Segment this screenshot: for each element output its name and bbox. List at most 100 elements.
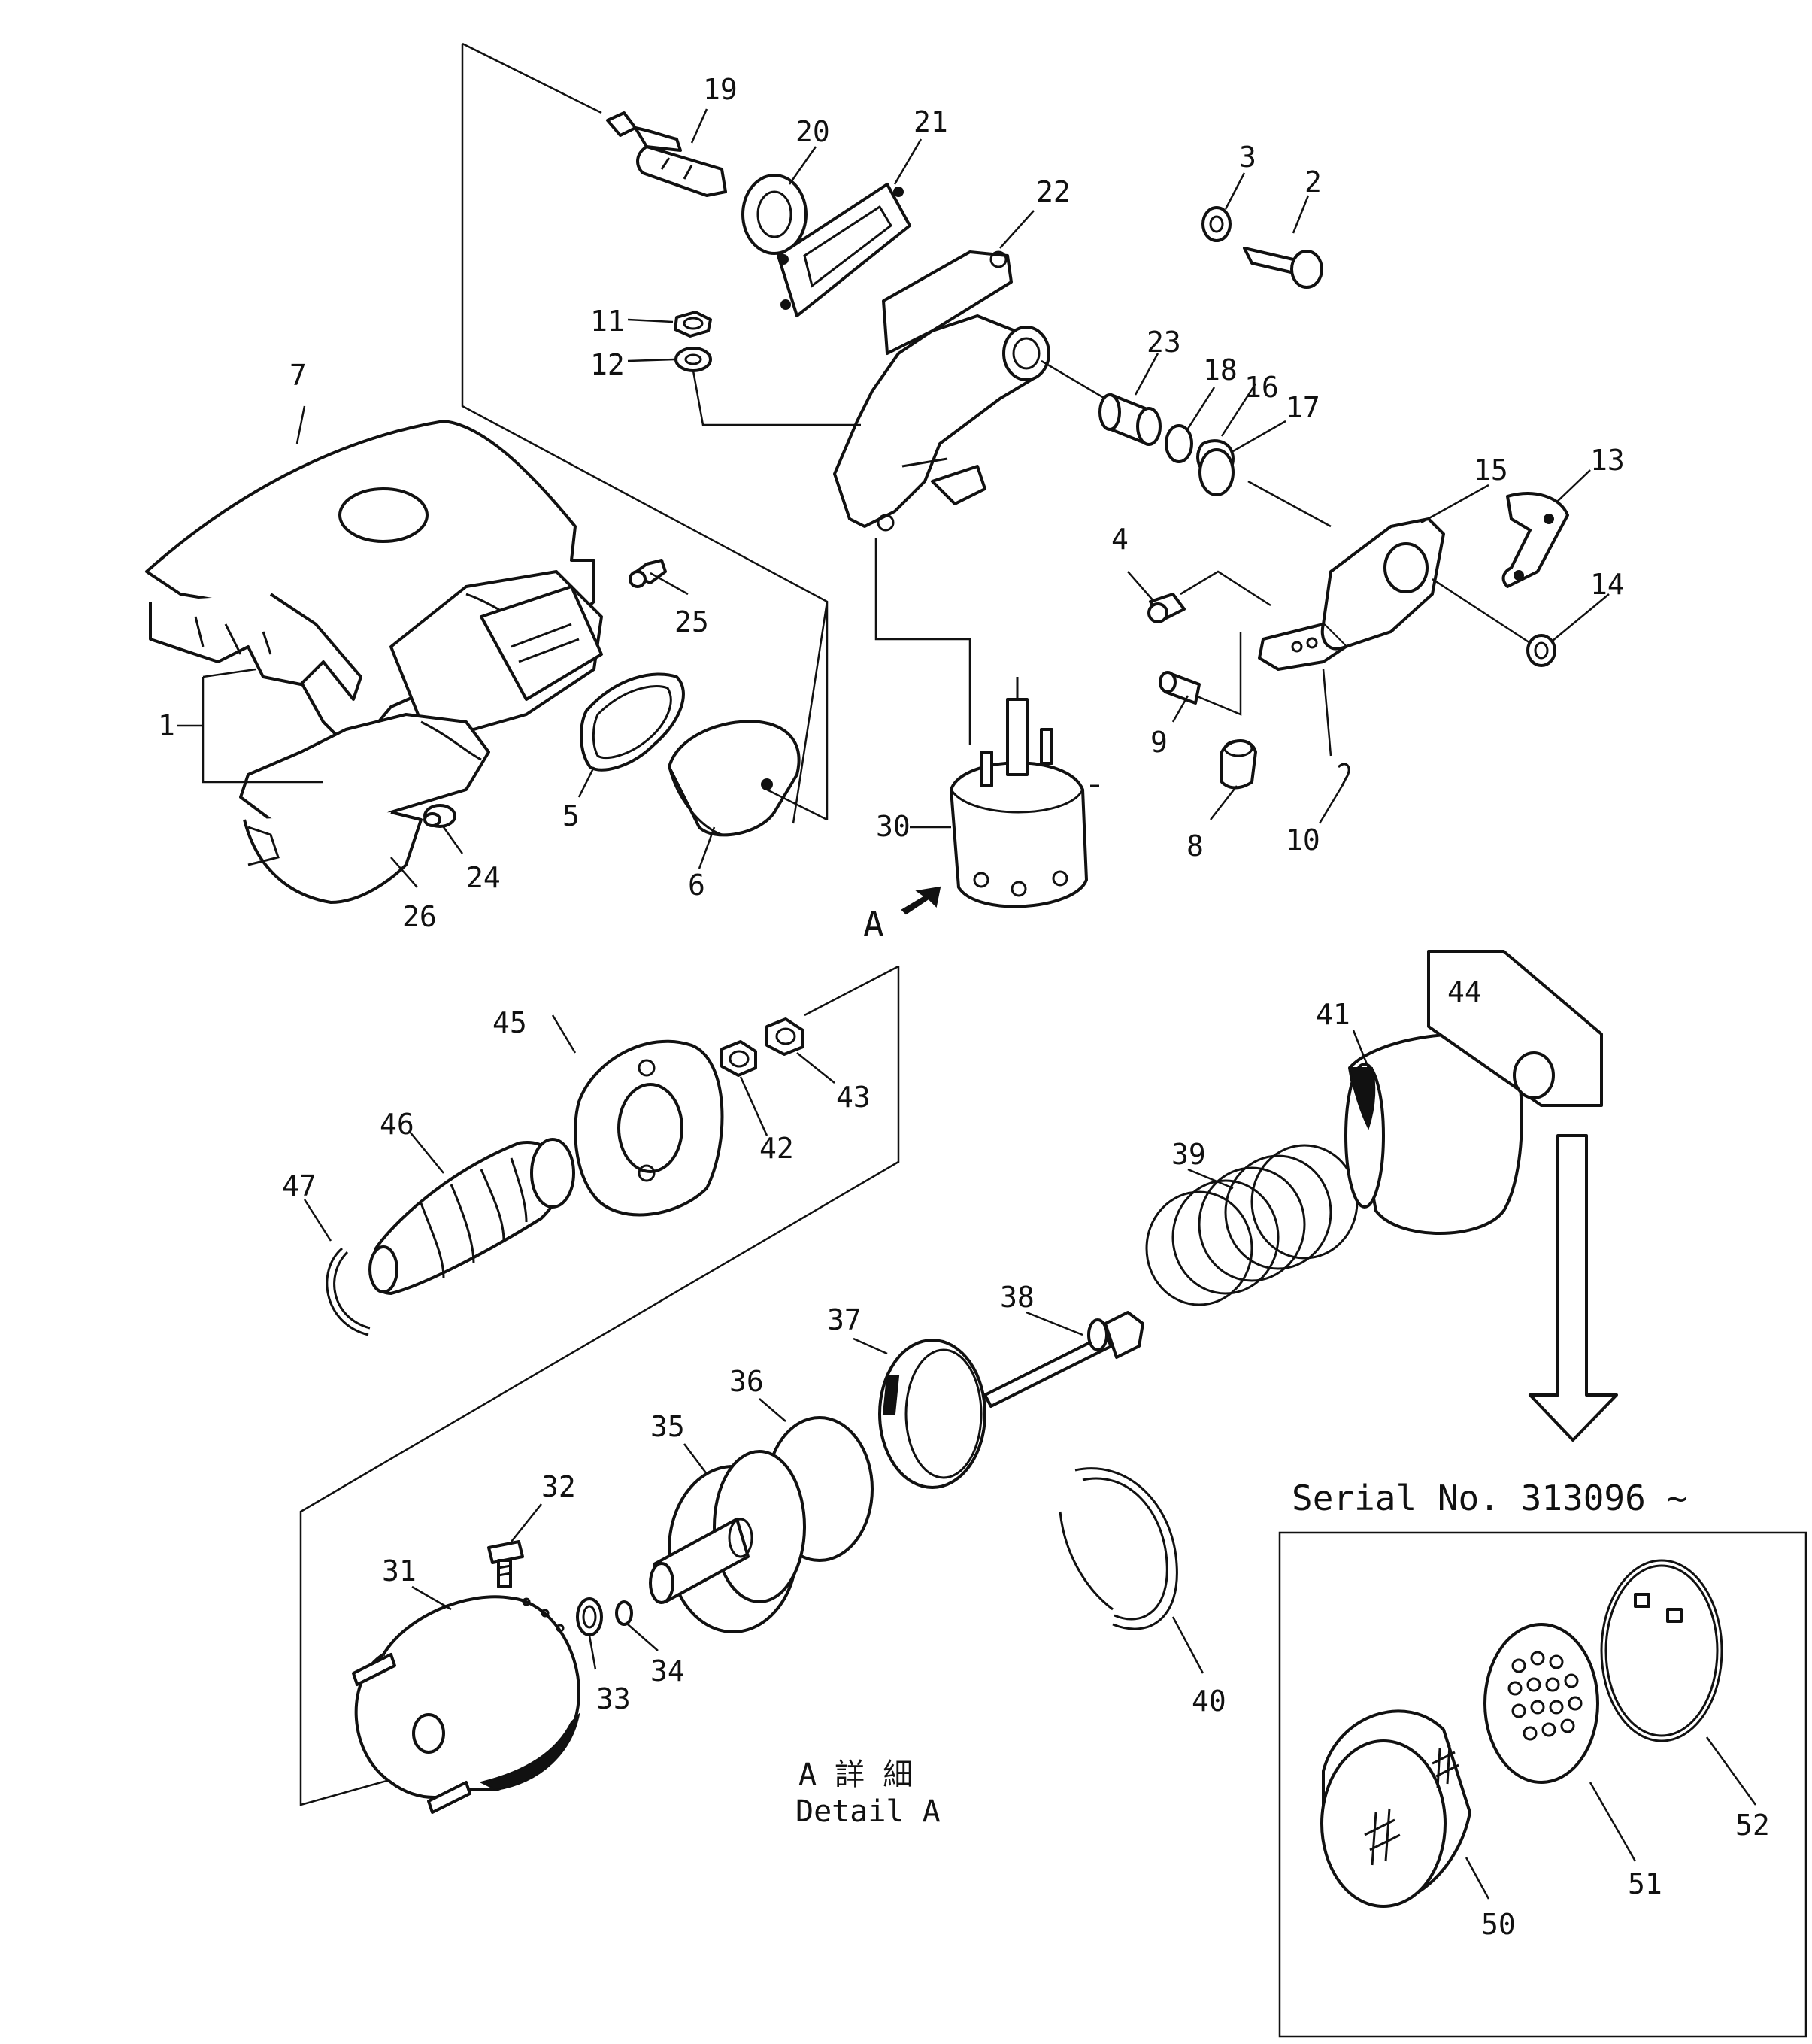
label-52: 52 — [1735, 1809, 1770, 1842]
label-24: 24 — [466, 861, 501, 894]
label-17: 17 — [1286, 391, 1320, 424]
piston-rod-38 — [983, 1311, 1144, 1408]
label-15: 15 — [1474, 453, 1508, 487]
label-6: 6 — [688, 869, 705, 902]
label-35: 35 — [650, 1410, 685, 1443]
label-10: 10 — [1286, 823, 1320, 857]
label-11: 11 — [590, 305, 625, 338]
detail-label-en: Detail A — [795, 1794, 941, 1829]
fitting-24 — [423, 804, 456, 828]
label-13: 13 — [1590, 444, 1625, 477]
detail-label-jp: A 詳 細 — [798, 1757, 913, 1792]
label-3: 3 — [1239, 141, 1256, 174]
label-30: 30 — [876, 810, 911, 843]
boot-46 — [368, 1138, 575, 1295]
label-1: 1 — [158, 709, 175, 742]
label-34: 34 — [650, 1654, 685, 1688]
label-19: 19 — [703, 73, 738, 106]
cap-44 — [1427, 950, 1603, 1107]
piston-35 — [649, 1450, 806, 1633]
cylinder-41 — [1344, 1033, 1523, 1235]
nut-42 — [720, 1040, 757, 1077]
pin-23 — [1098, 393, 1162, 446]
label-38: 38 — [1000, 1281, 1035, 1314]
label-16: 16 — [1244, 371, 1279, 404]
unit-30 — [950, 677, 1099, 908]
label-47: 47 — [282, 1169, 317, 1202]
ring-47 — [326, 1247, 371, 1336]
label-2: 2 — [1304, 165, 1322, 199]
label-5: 5 — [562, 799, 580, 832]
housing-31 — [352, 1595, 580, 1814]
label-43: 43 — [836, 1081, 871, 1114]
cover-50 — [1320, 1709, 1471, 1908]
label-32: 32 — [541, 1470, 576, 1503]
label-8: 8 — [1186, 829, 1204, 863]
gasket-21 — [777, 183, 911, 317]
gasket-5 — [580, 672, 685, 772]
ring-18 — [1165, 424, 1193, 463]
washer-3 — [1201, 206, 1232, 242]
label-22: 22 — [1036, 175, 1071, 208]
label-50: 50 — [1481, 1908, 1516, 1941]
leader-lines — [177, 108, 1757, 1900]
screen-51 — [1483, 1623, 1599, 1784]
ring-33 — [576, 1597, 603, 1636]
label-23: 23 — [1147, 326, 1181, 359]
label-41: 41 — [1316, 998, 1350, 1031]
serial-box — [1278, 1531, 1807, 2038]
bracket-13 — [1501, 492, 1569, 588]
label-37: 37 — [827, 1303, 862, 1336]
cotter-10 — [1337, 763, 1350, 787]
screw-4 — [1147, 593, 1186, 623]
label-36: 36 — [729, 1365, 764, 1398]
label-25: 25 — [674, 605, 709, 638]
plate-45 — [574, 1039, 724, 1217]
washer-17 — [1198, 448, 1235, 496]
view-arrow-a — [901, 886, 941, 915]
lever-15 — [1258, 517, 1445, 671]
element-6 — [668, 720, 801, 837]
grease-nipple-25 — [629, 559, 667, 588]
label-18: 18 — [1203, 353, 1238, 387]
washer-12 — [674, 347, 712, 372]
label-26: 26 — [402, 900, 437, 933]
label-51: 51 — [1628, 1867, 1662, 1900]
label-9: 9 — [1150, 726, 1168, 759]
label-39: 39 — [1171, 1138, 1206, 1171]
label-12: 12 — [590, 348, 625, 381]
label-40: 40 — [1192, 1685, 1226, 1718]
nut-43 — [765, 1017, 804, 1056]
label-4: 4 — [1111, 523, 1129, 556]
pin-9 — [1159, 671, 1201, 705]
view-marker-a: A — [863, 904, 884, 945]
clip-14 — [1526, 634, 1556, 667]
upper-frame — [461, 42, 829, 824]
label-42: 42 — [759, 1132, 794, 1165]
serial-label: Serial No. 313096 ~ — [1292, 1478, 1687, 1518]
nut-11 — [674, 311, 712, 338]
label-7: 7 — [289, 359, 307, 392]
bolt-32 — [487, 1540, 524, 1588]
shaft-19 — [606, 111, 727, 197]
label-45: 45 — [492, 1006, 527, 1039]
seal-37 — [878, 1339, 986, 1489]
label-20: 20 — [795, 115, 830, 148]
bracket-22 — [833, 250, 1050, 532]
body-housing — [145, 420, 603, 904]
washer-20 — [741, 174, 808, 255]
cap-8 — [1220, 739, 1257, 790]
oring-34 — [615, 1600, 633, 1626]
snap-ring-52 — [1600, 1559, 1723, 1742]
snap-ring-40 — [1059, 1467, 1178, 1630]
arrow-down — [1529, 1134, 1618, 1442]
bolt-2 — [1243, 247, 1323, 289]
lower-frame — [299, 965, 900, 1806]
label-14: 14 — [1590, 568, 1625, 601]
label-31: 31 — [382, 1554, 417, 1588]
label-46: 46 — [380, 1108, 414, 1141]
part-labels: 19 20 21 22 3 2 11 12 23 18 16 17 15 13 … — [158, 73, 1770, 1941]
label-44: 44 — [1447, 975, 1482, 1008]
label-33: 33 — [596, 1682, 631, 1715]
